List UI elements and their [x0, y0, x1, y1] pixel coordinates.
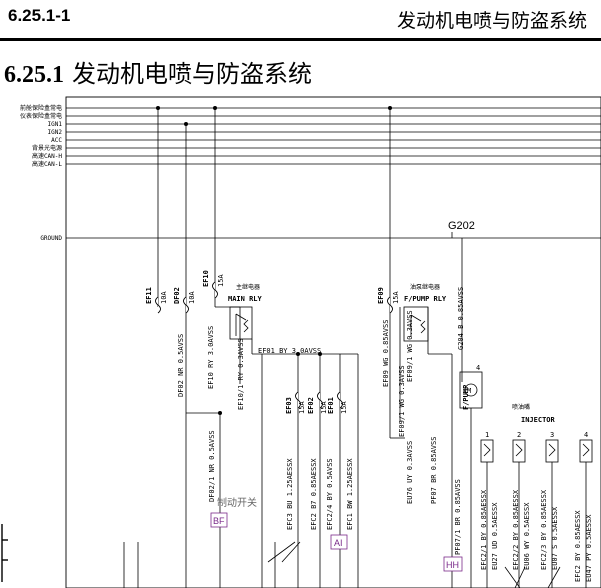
pump-motor-mark: M	[467, 387, 471, 395]
fpump-relay-name: F/PUMP RLY	[404, 295, 447, 303]
wire-efc2-4: EFC2/4 BY 0.5AVSS	[326, 458, 334, 530]
fuse-ef11-amp: 10A	[160, 291, 168, 304]
wire-efc2: EFC2 B7 0.85AESSX	[310, 458, 318, 530]
wire-efc3: EFC3 BU 1.25AESSX	[286, 458, 294, 530]
page-header-title: 发动机电喷与防盗系统	[396, 10, 587, 32]
fuse-ef03-id: EF03	[285, 397, 293, 414]
pump-name: F/PUMP	[462, 385, 470, 410]
section-number: 6.25.1	[4, 62, 64, 88]
fuse-ef01-id: EF01	[327, 397, 335, 414]
fuse-ef09-id: EF09	[377, 287, 385, 304]
wire-ef10-1: EF10/1 RY 0.3AVSS	[237, 338, 245, 410]
wire-g204: G204 B 0.85AVSS	[457, 287, 465, 350]
wire-ef10: EF10 RY 3.0AVSS	[207, 326, 215, 389]
wire-inj2b: EU06 WY 0.5AESSX	[523, 502, 531, 570]
ground-label: GROUND	[40, 235, 62, 242]
injector-pin-4: 4	[584, 431, 588, 439]
fuse-ef02-id: EF02	[307, 397, 315, 414]
fuse-ef03-amp: 15A	[298, 401, 306, 414]
fuse-ef10-id: EF10	[202, 270, 210, 287]
wire-ef01-bus: EF01 BY 3.0AVSS	[258, 347, 321, 355]
section-title: 6.25.1 发动机电喷与防盗系统	[4, 54, 312, 89]
wire-df02: DF02 NR 0.5AVSS	[177, 334, 185, 397]
wire-inj1b: EU27 UD 0.5AESSX	[491, 502, 499, 570]
pump-motor-icon	[464, 383, 478, 397]
fuse-ef10-amp: 15A	[217, 274, 225, 287]
rail-label-front-fusebox: 前舱保险盒常电	[20, 104, 62, 112]
rail-label-ign2: IGN2	[48, 129, 63, 136]
connector-hh: HH	[446, 560, 459, 570]
wire-eu76: EU76 UY 0.3AVSS	[406, 441, 414, 504]
header-rule	[0, 38, 601, 41]
fuse-df02-amp: 10A	[188, 291, 196, 304]
rail-label-ip-fusebox: 仪表保险盒常电	[20, 112, 62, 120]
wire-efc1: EFC1 BW 1.25AESSX	[346, 458, 354, 530]
page-number: 6.25.1-1	[8, 6, 71, 25]
rail-label-acc: ACC	[51, 137, 62, 144]
rail-label-can-l: 高速CAN-L	[32, 160, 62, 168]
injector-pin-1: 1	[485, 431, 489, 439]
wire-inj1a: EFC2/1 BY 0.85AESSX	[480, 489, 488, 570]
main-relay-cn: 主继电器	[236, 283, 260, 291]
wire-ef09-1: EF09/1 WG 0.3AVSS	[398, 365, 406, 437]
fuse-ef11-id: EF11	[145, 287, 153, 304]
connector-ai: AI	[334, 538, 343, 548]
brake-switch-label: 制动开关	[217, 496, 257, 509]
wire-ef09-1b: EF09/1 WG 0.3AVSS	[406, 310, 414, 382]
wire-ef09: EF09 WG 0.85AVSS	[382, 320, 390, 387]
wire-pf07-1: PF07/1 BR 0.85AVSS	[454, 479, 462, 555]
injector-pin-2: 2	[517, 431, 521, 439]
rail-label-can-h: 高速CAN-H	[32, 152, 62, 160]
wiring-diagram: M 前舱保险盒常电 仪表保险盒常电 IGN1 IGN2 ACC 背景光电源 高速…	[20, 96, 601, 588]
rail-label-ign1: IGN1	[48, 121, 63, 128]
wire-pf07: PF07 BR 0.85AVSS	[430, 437, 438, 504]
fuse-df02-id: DF02	[173, 287, 181, 304]
fuse-ef01-amp: 15A	[340, 401, 348, 414]
injector-cn: 喷油嘴	[512, 403, 530, 411]
pump-pin: 4	[476, 364, 480, 372]
wire-df02-1: DF02/1 NR 0.5AVSS	[208, 430, 216, 502]
ground-point-label: G202	[448, 220, 475, 232]
fuse-ef02-amp: 15A	[320, 401, 328, 414]
fpump-relay-cn: 油泵继电器	[410, 283, 440, 291]
wire-inj3b: EU07 S 0.5AESSX	[551, 506, 559, 570]
injector-name: INJECTOR	[521, 416, 556, 424]
injector-pin-3: 3	[550, 431, 554, 439]
wire-inj4a: EFC2 BY 0.85AESSX	[574, 510, 582, 582]
wire-inj2a: EFC2/2 BY 0.85AESSX	[512, 489, 520, 570]
main-relay-name: MAIN RLY	[228, 295, 263, 303]
wire-inj3a: EFC2/3 BY 0.85AESSX	[540, 489, 548, 570]
left-edge-fragment	[1, 524, 8, 582]
connector-bf: BF	[213, 516, 225, 526]
injector-symbols	[480, 439, 593, 463]
section-name: 发动机电喷与防盗系统	[72, 60, 312, 88]
wire-inj4b: EU47 PY 0.5AESSX	[585, 514, 593, 582]
rail-label-backlight: 背景光电源	[32, 144, 62, 152]
fuse-ef09-amp: 15A	[392, 291, 400, 304]
